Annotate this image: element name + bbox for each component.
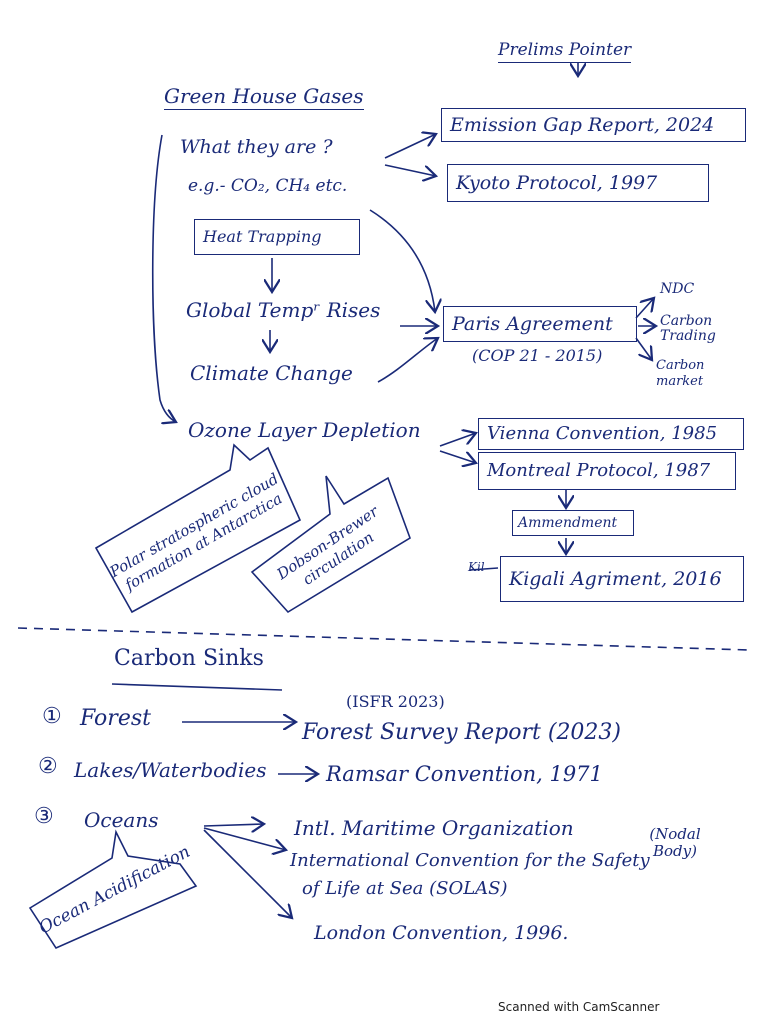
ghg-example-text: e.g.- CO₂, CH₄ etc. <box>188 176 348 196</box>
vienna-convention-box: Vienna Convention, 1985 <box>478 418 744 450</box>
carbon-sinks-title: Carbon Sinks <box>114 646 264 671</box>
montreal-protocol-box: Montreal Protocol, 1987 <box>478 452 736 490</box>
lakes-waterbodies-text: Lakes/Waterbodies <box>74 758 267 782</box>
emission-gap-report-box: Emission Gap Report, 2024 <box>441 108 746 142</box>
isfr-text: (ISFR 2023) <box>346 692 445 711</box>
what-they-are-text: What they are ? <box>180 136 333 158</box>
forest-number: ① <box>42 704 62 729</box>
london-convention-text: London Convention, 1996. <box>314 922 569 944</box>
greenhouse-gases-title: Green House Gases <box>164 84 364 110</box>
solas-line-2: of Life at Sea (SOLAS) <box>302 878 508 899</box>
forest-text: Forest <box>80 706 151 731</box>
kigali-strikethrough-text: Kil <box>468 560 485 574</box>
kyoto-protocol-box: Kyoto Protocol, 1997 <box>447 164 709 202</box>
nodal-body-text: (Nodal Body) <box>649 825 701 861</box>
carbon-trading-text: Carbon Trading <box>660 313 716 345</box>
ozone-layer-depletion-text: Ozone Layer Depletion <box>188 418 421 442</box>
kigali-agreement-box: Kigali Agriment, 2016 <box>500 556 744 602</box>
heat-trapping-box: Heat Trapping <box>194 219 360 255</box>
cop21-text: (COP 21 - 2015) <box>472 346 603 365</box>
ndc-text: NDC <box>660 281 695 297</box>
forest-survey-report-text: Forest Survey Report (2023) <box>302 720 622 745</box>
carbon-market-text: Carbon market <box>656 358 705 389</box>
paris-agreement-box: Paris Agreement <box>443 306 637 342</box>
oceans-text: Oceans <box>84 808 159 832</box>
imo-text: Intl. Maritime Organization <box>294 816 574 840</box>
ramsar-convention-text: Ramsar Convention, 1971 <box>326 762 603 786</box>
camscanner-watermark: Scanned with CamScanner <box>498 1000 660 1014</box>
global-temp-rises-text: Global Tempʳ Rises <box>186 298 381 322</box>
ammendment-box: Ammendment <box>512 510 634 536</box>
climate-change-text: Climate Change <box>190 361 353 385</box>
prelims-pointer-heading: Prelims Pointer <box>498 42 632 63</box>
oceans-number: ③ <box>34 804 54 829</box>
lakes-number: ② <box>38 754 58 779</box>
solas-line-1: International Convention for the Safety <box>290 850 650 871</box>
